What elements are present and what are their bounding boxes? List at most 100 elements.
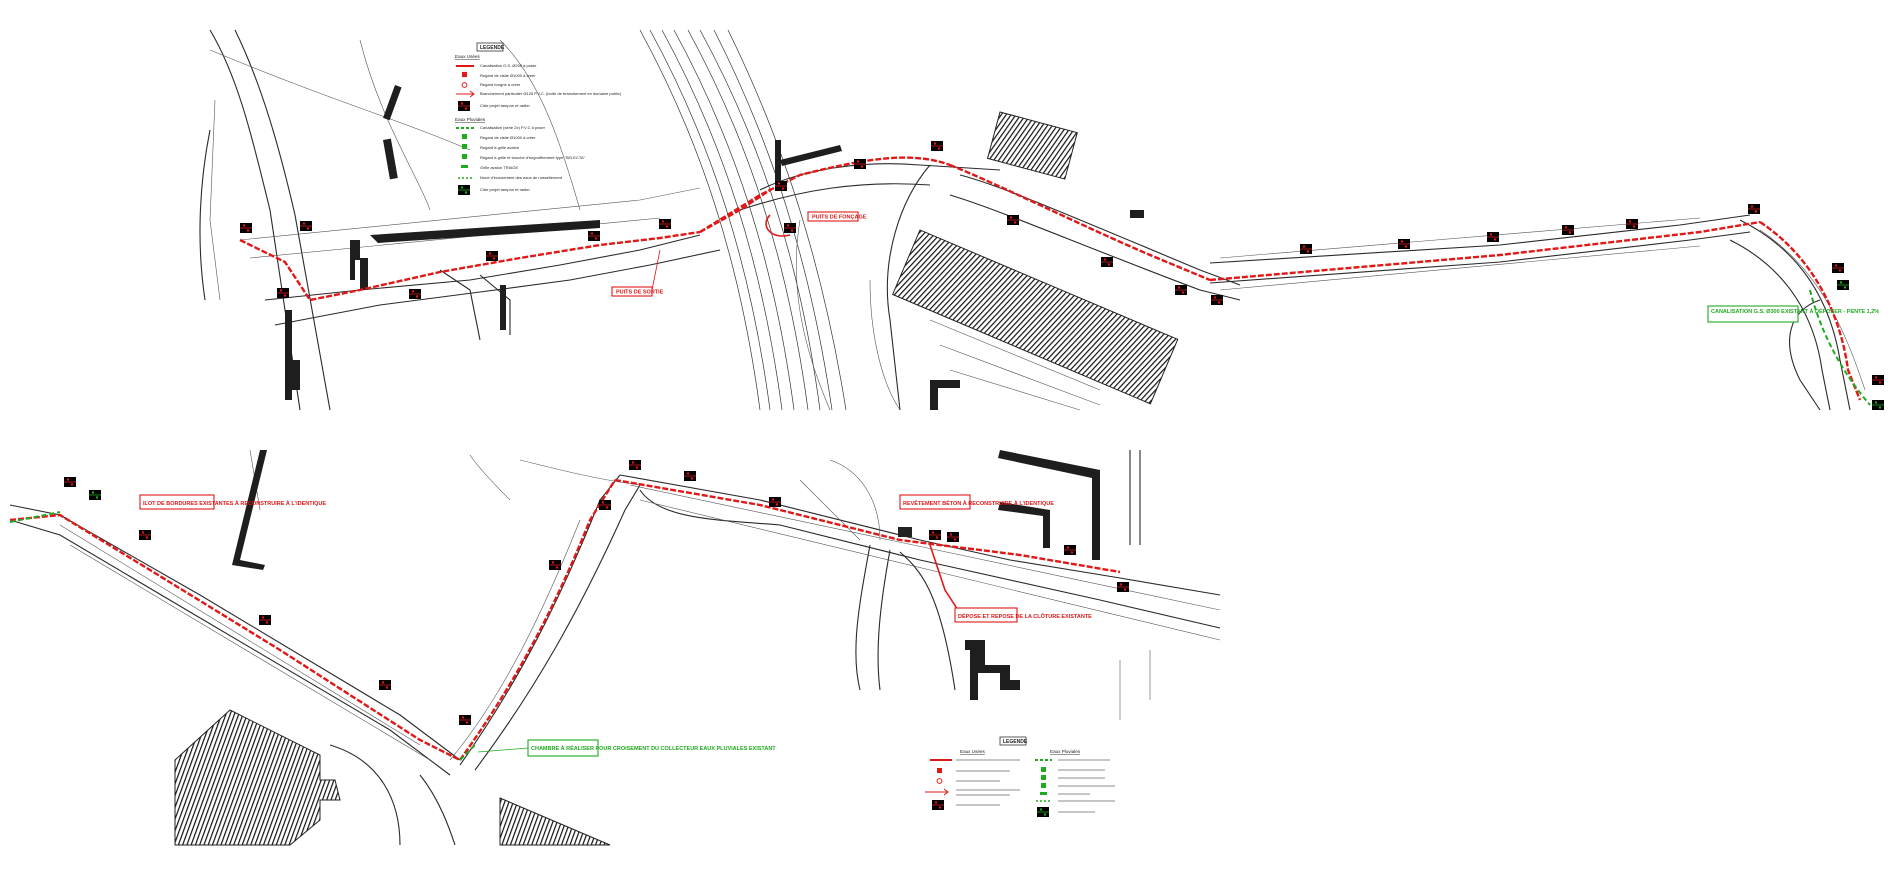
top-base-linework — [199, 29, 1866, 411]
legend-top-title-box — [476, 42, 504, 52]
top-sheet: PUITS DE SORTIE PUITS DE FONÇAGE CANALIS… — [199, 29, 1885, 411]
red-manhole-tag-icon — [1299, 243, 1313, 255]
green-manhole-tag-icon — [457, 184, 471, 196]
legend-red-circle-icon — [461, 82, 468, 88]
legend-red-item-4: Branchement particulier Ø125 P.V.C. (boî… — [480, 91, 622, 96]
top-storm-route — [1809, 289, 1871, 406]
callout-revetement: REVÊTEMENT BÉTON À RECONSTRUIRE À L'IDEN… — [899, 494, 1054, 510]
red-manhole-tag-icon — [1486, 231, 1500, 243]
green-manhole-tag-icon — [88, 489, 102, 501]
green-manhole-tag-icon — [1036, 806, 1050, 818]
red-manhole-tag-icon — [598, 499, 612, 511]
legend-bottom-section-green: Eaux Pluviales — [1050, 749, 1081, 754]
red-manhole-tag-icon — [774, 180, 788, 192]
red-manhole-tag-icon — [930, 140, 944, 152]
red-manhole-tag-icon — [378, 679, 392, 691]
legend-bottom-red-circle-icon — [936, 778, 943, 784]
red-manhole-tag-icon — [628, 459, 642, 471]
bottom-sewer-route — [9, 478, 1121, 762]
legend-bottom-title: LEGENDE — [1003, 739, 1028, 745]
legend-green-grid-icon — [462, 144, 467, 149]
red-manhole-tag-icon — [1006, 214, 1020, 226]
callout-canalisation-text: CANALISATION G.S. Ø300 EXISTANT À DÉPOSE… — [1711, 307, 1879, 315]
legend-red-item-5: Côte projet tampon et radier — [480, 103, 530, 108]
red-manhole-tag-icon — [1831, 262, 1845, 274]
red-manhole-tag-icon — [1871, 374, 1885, 386]
red-manhole-tag-icon — [853, 158, 867, 170]
red-manhole-tag-icon — [299, 220, 313, 232]
red-manhole-tag-icon — [946, 531, 960, 543]
red-manhole-tag-icon — [548, 559, 562, 571]
legend-green-item-6: Noue d'écoulement des eaux de ruissellem… — [480, 175, 563, 180]
legend-green-item-3: Regard à grille avaloir — [480, 145, 520, 150]
legend-green-item-7: Côte projet tampon et radier — [480, 187, 530, 192]
red-manhole-tag-icon — [408, 288, 422, 300]
top-buildings — [285, 85, 1179, 410]
red-manhole-tag-icon — [1625, 218, 1639, 230]
top-sewer-route — [239, 156, 1862, 401]
legend-green-item-5: Grille avaloir TRIAGE — [480, 165, 518, 170]
legend-bottom-red-branch-icon — [925, 788, 949, 796]
legend-bottom: LEGENDE Eaux Usées Eaux Pluviales — [925, 736, 1115, 818]
legend-green-item-2: Regard de visite Ø1000 à créer — [480, 135, 536, 140]
red-manhole-tag-icon — [1397, 238, 1411, 250]
red-manhole-tag-icon — [1174, 284, 1188, 296]
callout-puits-sortie-text: PUITS DE SORTIE — [616, 290, 664, 296]
railway-tracks — [639, 29, 847, 411]
red-manhole-tag-icon — [1747, 203, 1761, 215]
red-manhole-tag-icon — [683, 470, 697, 482]
legend-bottom-title-box — [999, 736, 1027, 746]
red-manhole-tag-icon — [276, 287, 290, 299]
legend-bottom-red-square-icon — [937, 768, 942, 773]
callout-depose-text: DÉPOSE ET REPOSE DE LA CLÔTURE EXISTANTE — [958, 612, 1092, 620]
bottom-storm-route — [9, 511, 476, 761]
legend-green-avaloir-icon — [461, 165, 468, 168]
legend-red-item-2: Regard de visite Ø1000 à créer — [480, 73, 536, 78]
green-manhole-tag-icon — [1871, 399, 1885, 411]
callout-puits-sortie: PUITS DE SORTIE — [611, 249, 664, 297]
callout-chambre: CHAMBRE À RÉALISER POUR CROISEMENT DU CO… — [477, 739, 776, 757]
red-manhole-tag-icon — [458, 714, 472, 726]
red-manhole-tag-icon — [1561, 224, 1575, 236]
red-manhole-tag-icon — [783, 222, 797, 234]
red-manhole-tag-icon — [1116, 581, 1130, 593]
legend-green-selecta-icon — [462, 154, 467, 159]
bottom-buildings — [174, 450, 1100, 846]
callout-bordure-text: ILOT DE BORDURES EXISTANTES À RECONSTRUI… — [143, 500, 326, 507]
red-manhole-tag-icon — [485, 250, 499, 262]
callout-puits-foncage-text: PUITS DE FONÇAGE — [812, 215, 867, 221]
red-manhole-tag-icon — [138, 529, 152, 541]
bottom-sheet: ILOT DE BORDURES EXISTANTES À RECONSTRUI… — [9, 449, 1221, 846]
green-manhole-tag-icon — [1836, 279, 1850, 291]
callout-chambre-text: CHAMBRE À RÉALISER POUR CROISEMENT DU CO… — [531, 744, 776, 752]
callout-canalisation: CANALISATION G.S. Ø300 EXISTANT À DÉPOSE… — [1707, 305, 1879, 323]
red-manhole-tag-icon — [768, 496, 782, 508]
legend-top-section-green: Eaux Pluviales — [455, 117, 486, 122]
legend-top: LEGENDE Eaux Usées Canalisation G.S. Ø20… — [455, 42, 622, 196]
red-manhole-tag-icon — [239, 222, 253, 234]
callout-depose: DÉPOSE ET REPOSE DE LA CLÔTURE EXISTANTE — [954, 607, 1092, 623]
callout-revetement-text: REVÊTEMENT BÉTON À RECONSTRUIRE À L'IDEN… — [903, 499, 1054, 507]
legend-red-item-3: Regard borgne à créer — [480, 82, 521, 87]
red-manhole-tag-icon — [258, 614, 272, 626]
callout-puits-foncage: PUITS DE FONÇAGE — [807, 211, 867, 222]
bottom-storm-tags — [88, 489, 102, 501]
legend-top-section-red: Eaux Usées — [455, 54, 480, 59]
red-manhole-tag-icon — [931, 799, 945, 811]
parking-bays — [929, 319, 1101, 411]
legend-green-item-1: Canalisation (série 2x) P.V.C à poser — [480, 125, 546, 130]
red-manhole-tag-icon — [1063, 544, 1077, 556]
legend-red-branch-icon — [456, 90, 475, 98]
legend-red-square-icon — [462, 72, 467, 77]
red-manhole-tag-icon — [457, 100, 471, 112]
red-manhole-tag-icon — [928, 529, 942, 541]
legend-green-item-4: Regard à grille et bouche d'engouffremen… — [480, 155, 586, 160]
legend-bottom-green-square-icon — [1041, 767, 1046, 772]
red-manhole-tag-icon — [1100, 256, 1114, 268]
legend-top-title: LEGENDE — [480, 45, 505, 51]
red-manhole-tag-icon — [63, 476, 77, 488]
red-manhole-tag-icon — [658, 218, 672, 230]
legend-bottom-section-red: Eaux Usées — [960, 749, 985, 754]
legend-green-square-icon — [462, 134, 467, 139]
legend-red-item-1: Canalisation G.S. Ø200 à poser — [480, 63, 537, 68]
